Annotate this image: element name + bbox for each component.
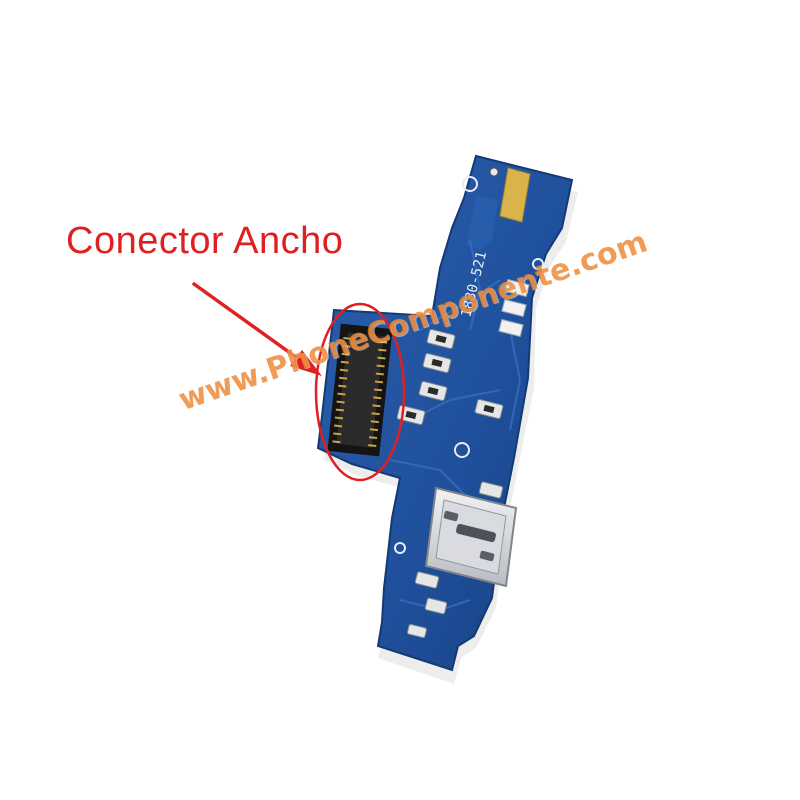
callout-label: Conector Ancho	[66, 220, 344, 262]
antenna-pad	[499, 167, 531, 223]
micro-usb-port	[424, 486, 518, 588]
callout-ellipse	[314, 302, 406, 482]
callout-arrow	[192, 282, 322, 376]
test-pads	[498, 278, 530, 338]
antenna-contact	[489, 167, 499, 177]
fpc-wide-connector	[327, 323, 393, 457]
mount-hole	[394, 542, 406, 554]
smd-components	[396, 328, 504, 639]
mount-hole	[454, 442, 470, 458]
pcb-traces	[389, 239, 522, 612]
mount-hole	[532, 258, 544, 270]
mount-hole	[462, 176, 478, 192]
